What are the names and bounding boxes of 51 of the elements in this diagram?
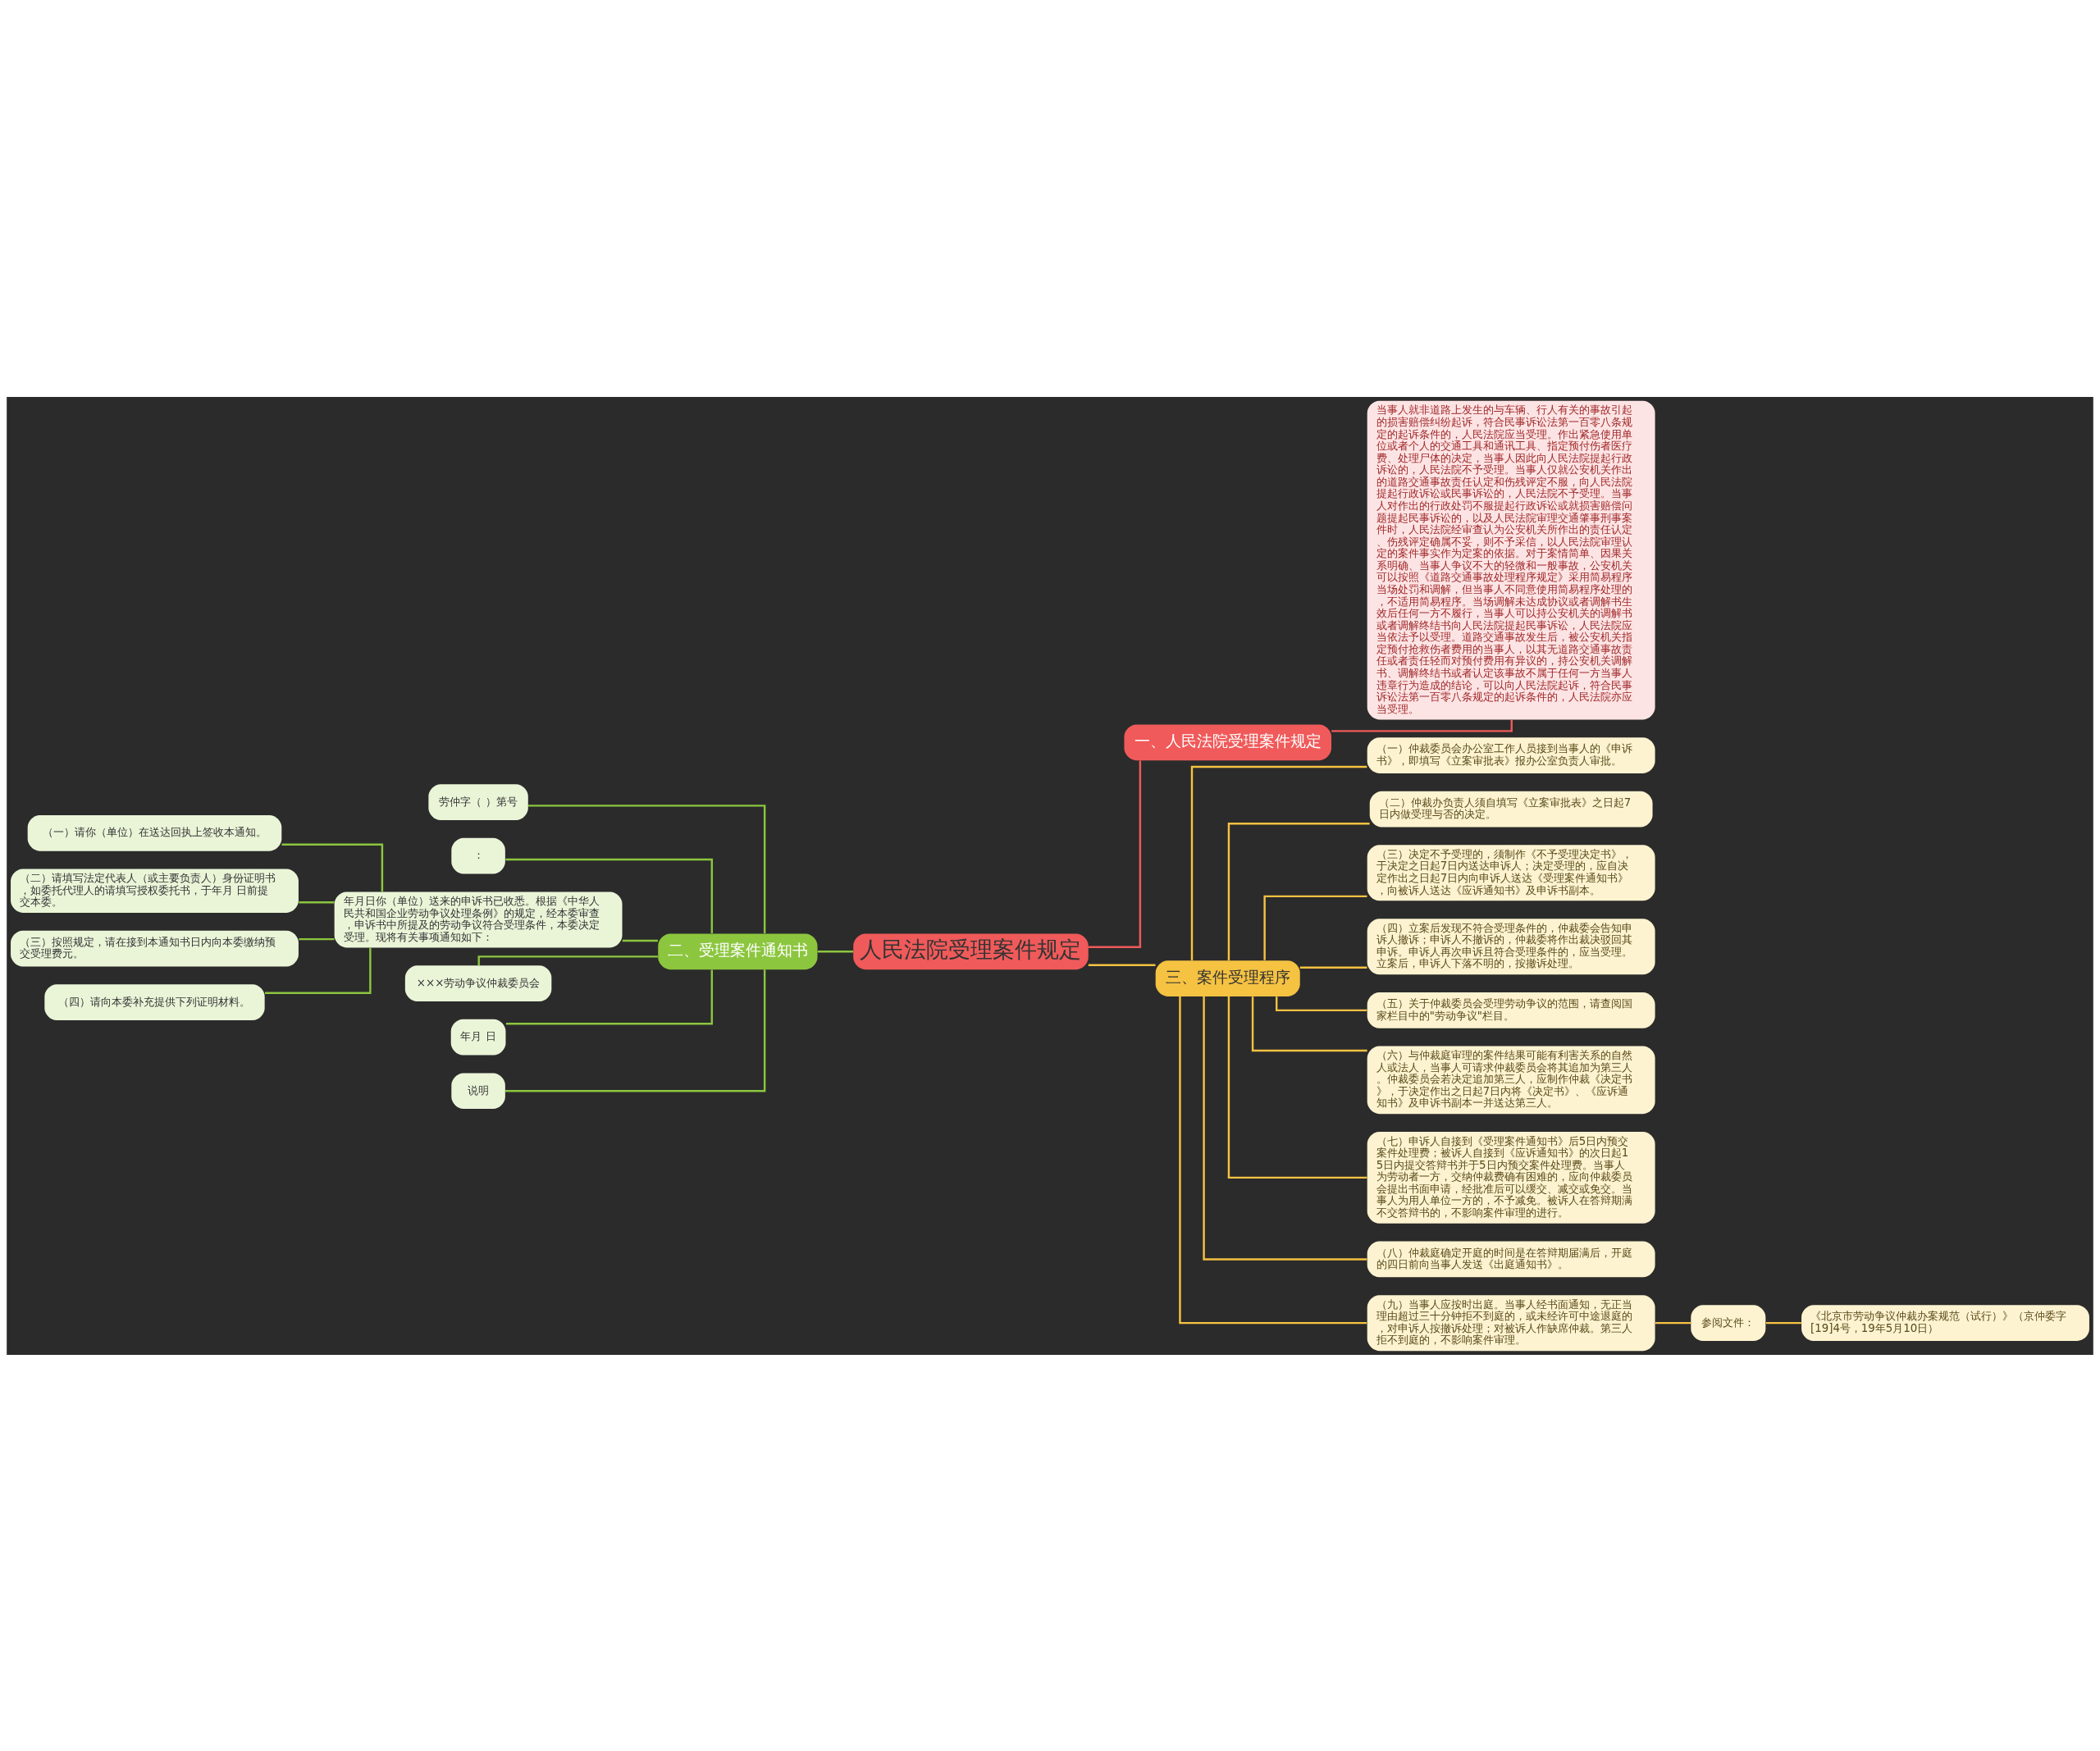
connector [281, 843, 384, 891]
connector [299, 937, 335, 940]
node-box: （七）申诉人自接到《受理案件通知书》后5日内预交案件处理费；被诉人自接到《应诉通知书》的次日起15日内提交答辩书并于5日内预交案件处理费。当事人为劳动者一方，交纳仲裁费确有困难的，应向仲裁委员会提出书面申请，经批准后可以缓交、减交或免交。当事人为用人单位一方的，不予减免。被诉人在答辩期满不交答辩书的，不影响案件审理的进行。 [1367, 1131, 1655, 1224]
connector [505, 858, 713, 933]
node-box: （二）请填写法定代表人（或主要负责人）身份证明书，如委托代理人的请填写授权委托书，于年月 日前提交本委。 [11, 869, 299, 913]
connector [1655, 1321, 1691, 1324]
connector [1299, 966, 1367, 969]
connector [1088, 759, 1142, 948]
node-box: （八）仲裁庭确定开庭的时间是在答辩期届满后，开庭的四日前向当事人发送《出庭通知书》。 [1367, 1241, 1655, 1277]
node-box: （四）立案后发现不符合受理条件的，仲裁委会告知申诉人撤诉；申诉人不撤诉的，仲裁委将作出裁决驳回其申诉。申诉人再次申诉且符合受理条件的，应当受理。立案后，申诉人下落不明的，按撤诉处理。 [1367, 918, 1655, 974]
node-box: 当事人就非道路上发生的与车辆、行人有关的事故引起的损害赔偿纠纷起诉，符合民事诉讼法第一百零八条规定的起诉条件的，人民法院应当受理。作出紧急使用单位或者个人的交通工具和通讯工具、指定预付伤者医疗费、处理尸体的决定，当事人因此向人民法院提起行政诉讼的，人民法院不予受理。当事人仅就公安机关作出的道路交通事故责任认定和伤残评定不服，向人民法院提起行政诉讼或民事诉讼的，人民法院不予受理。当事人对作出的行政处罚不服提起行政诉讼或就损害赔偿问题提起民事诉讼的，以及人民法院审理交通肇事刑事案件时，人民法院经审查认为公安机关所作出的责任认定、伤残评定确属不妥，则不予采信，以人民法院审理认定的案件事实作为定案的依据。对于案情简单、因果关系明确、当事人争议不大的轻微和一般事故，公安机关可以按照《道路交通事故处理程序规定》采用简易程序当场处罚和调解，但当事人不同意使用简易程序处理的，不适用简易程序。当场调解未达成协议或者调解书生效后任何一方不履行，当事人可以持公安机关的调解书或者调解终结书向人民法院提起民事诉讼，人民法院应当依法予以受理。道路交通事故发生后，被公安机关指定预付抢救伤者费用的当事人，以其无道路交通事故责任或者责任轻而对预付费用有异议的，持公安机关调解书、调解终结书或者认定该事故不属于任何一方当事人违章行为造成的结论，可以向人民法院起诉，符合民事诉讼法第一百零八条规定的起诉条件的，人民法院亦应当受理。 [1367, 400, 1655, 719]
node-box: 三、案件受理程序 [1155, 960, 1300, 996]
node-box: （六）与仲裁庭审理的案件结果可能有利害关系的自然人或法人，当事人可请求仲裁委员会将其追加为第三人。仲裁委员会若决定追加第三人，应制作仲裁《决定书》，于决定作出之日起7日内将《决定书》、《应诉通知书》及申诉书副本一并送达第三人。 [1367, 1046, 1655, 1114]
node-box: （九）当事人应按时出庭。当事人经书面通知，无正当理由超过三十分钟拒不到庭的，或未经许可中途退庭的，对申诉人按撤诉处理；对被诉人作缺席仲裁。第三人拒不到庭的，不影响案件审理。 [1367, 1294, 1655, 1351]
connector [1276, 996, 1367, 1011]
connector [1251, 996, 1367, 1051]
connector [1263, 895, 1367, 960]
node-box: 一、人民法院受理案件规定 [1124, 723, 1331, 760]
node-box: ： [451, 837, 505, 874]
connector [1331, 719, 1513, 732]
connector [1190, 765, 1367, 960]
connector [1179, 996, 1367, 1324]
connector [1088, 963, 1156, 966]
connector [1227, 996, 1367, 1179]
connector [477, 955, 659, 965]
node-box: （一）请你（单位）在送达回执上签收本通知。 [27, 814, 282, 851]
connector [1203, 996, 1367, 1261]
connector [504, 969, 766, 1092]
node-box: （三）按照规定，请在接到本通知书日内向本委缴纳预交受理费元。 [11, 930, 299, 966]
node-box: ×××劳动争议仲裁委员会 [404, 964, 552, 1001]
connector [527, 804, 766, 933]
connector [1765, 1321, 1801, 1324]
connector [817, 950, 853, 952]
node-box: 说明 [451, 1072, 505, 1109]
node-box: 年月日你（单位）送来的申诉书已收悉。根据《中华人民共和国企业劳动争议处理条例》的规定，经本委审查，申诉书中所提及的劳动争议符合受理条件，本委决定受理。现将有关事项通知如下： [334, 891, 623, 947]
node-box: 劳仲字（ ）第号 [428, 783, 528, 820]
node-box: （二）仲裁办负责人须自填写《立案审批表》之日起7日内做受理与否的决定。 [1369, 791, 1653, 827]
connector [622, 939, 658, 942]
node-box: 二、受理案件通知书 [658, 932, 818, 969]
connector [505, 969, 713, 1024]
node-box: 参阅文件： [1691, 1304, 1766, 1341]
node-box: 人民法院受理案件规定 [853, 932, 1089, 969]
node-box: 《北京市劳动争议仲裁办案规范（试行）》（京仲委字[19]4号，19年5月10日） [1801, 1304, 2089, 1341]
connector [265, 947, 372, 994]
node-box: 年月 日 [450, 1019, 506, 1056]
connector [1227, 822, 1370, 960]
node-box: （五）关于仲裁委员会受理劳动争议的范围，请查阅国家栏目中的"劳动争议"栏目。 [1367, 992, 1655, 1028]
node-box: （一）仲裁委员会办公室工作人员接到当事人的《申诉书》，即填写《立案审批表》报办公室负责人审批。 [1367, 736, 1655, 773]
connector [299, 901, 335, 903]
node-box: （四）请向本委补充提供下列证明材料。 [44, 983, 265, 1020]
node-box: （三）决定不予受理的，须制作《不予受理决定书》，于决定之日起7日内送达申诉人；决定受理的，应自决定作出之日起7日内向申诉人送达《受理案件通知书》，向被诉人送达《应诉通知书》及申诉书副本。 [1367, 844, 1655, 901]
